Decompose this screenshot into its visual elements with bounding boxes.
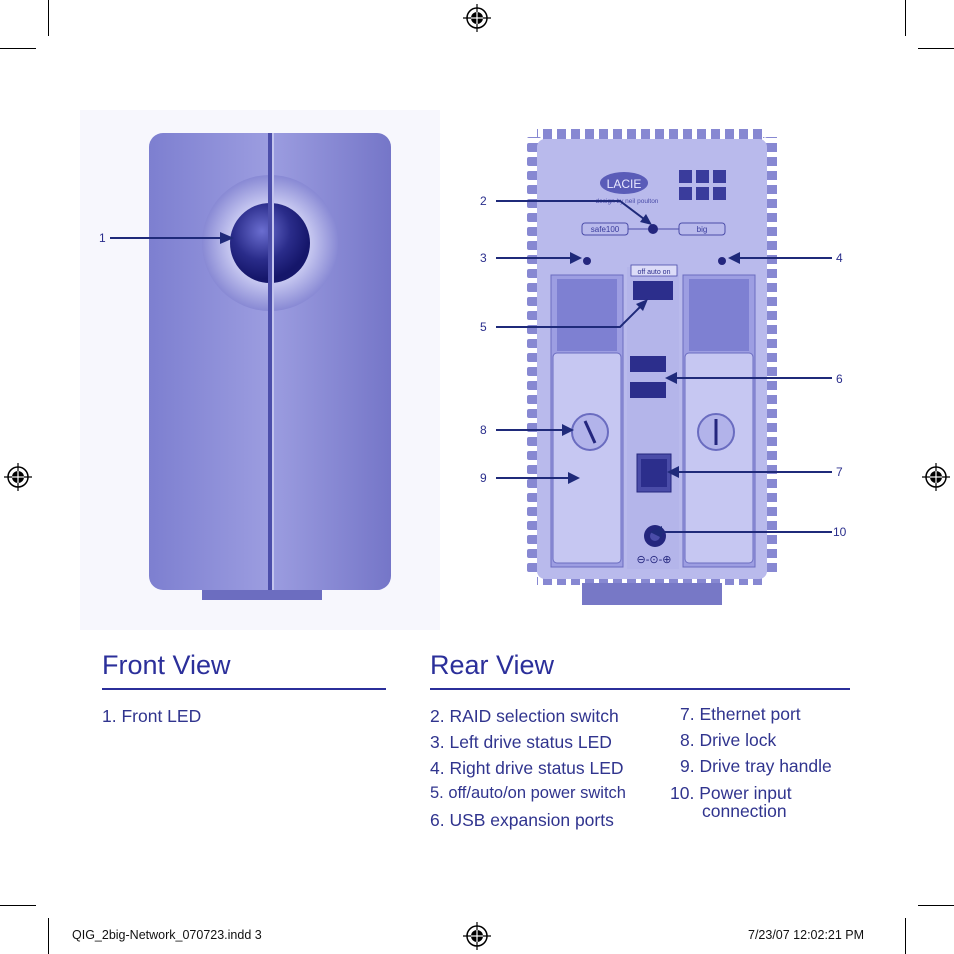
crop-mark (918, 905, 954, 906)
rear-item: 6. USB expansion ports (430, 810, 614, 831)
callout-number: 7 (836, 465, 843, 479)
callout-number: 10 (833, 525, 846, 539)
front-view-illustration (80, 110, 440, 630)
rear-item: 8. Drive lock (680, 730, 776, 751)
callout-number: 8 (480, 423, 487, 437)
crop-mark (0, 48, 36, 49)
registration-mark-icon (922, 463, 950, 491)
callout-number: 2 (480, 194, 487, 208)
crop-mark (48, 0, 49, 36)
rear-item-continuation: connection (702, 801, 787, 822)
front-view-title: Front View (102, 650, 231, 681)
callout-number: 6 (836, 372, 843, 386)
rear-item: 3. Left drive status LED (430, 732, 612, 753)
rear-item: 5. off/auto/on power switch (430, 784, 626, 803)
rear-item: 7. Ethernet port (680, 704, 801, 725)
front-view-divider (102, 688, 386, 690)
registration-mark-icon (4, 463, 32, 491)
footer-filename: QIG_2big-Network_070723.indd 3 (72, 928, 262, 942)
callout-number: 4 (836, 251, 843, 265)
crop-mark (905, 0, 906, 36)
registration-mark-icon (463, 4, 491, 32)
rear-view-divider (430, 688, 850, 690)
callout-arrows (480, 180, 840, 550)
rear-item: 2. RAID selection switch (430, 706, 619, 727)
crop-mark (0, 905, 36, 906)
rear-item: 9. Drive tray handle (680, 756, 832, 777)
callout-number: 9 (480, 471, 487, 485)
rear-item: 4. Right drive status LED (430, 758, 624, 779)
callout-number: 1 (99, 231, 106, 245)
callout-arrow (110, 228, 235, 248)
callout-number: 3 (480, 251, 487, 265)
rear-view-title: Rear View (430, 650, 554, 681)
crop-mark (48, 918, 49, 954)
crop-mark (905, 918, 906, 954)
callout-number: 5 (480, 320, 487, 334)
front-item: 1. Front LED (102, 706, 201, 727)
crop-mark (918, 48, 954, 49)
footer-datetime: 7/23/07 12:02:21 PM (748, 928, 864, 942)
registration-mark-icon (463, 922, 491, 950)
power-polarity-label: ⊖-⊙-⊕ (637, 554, 672, 566)
